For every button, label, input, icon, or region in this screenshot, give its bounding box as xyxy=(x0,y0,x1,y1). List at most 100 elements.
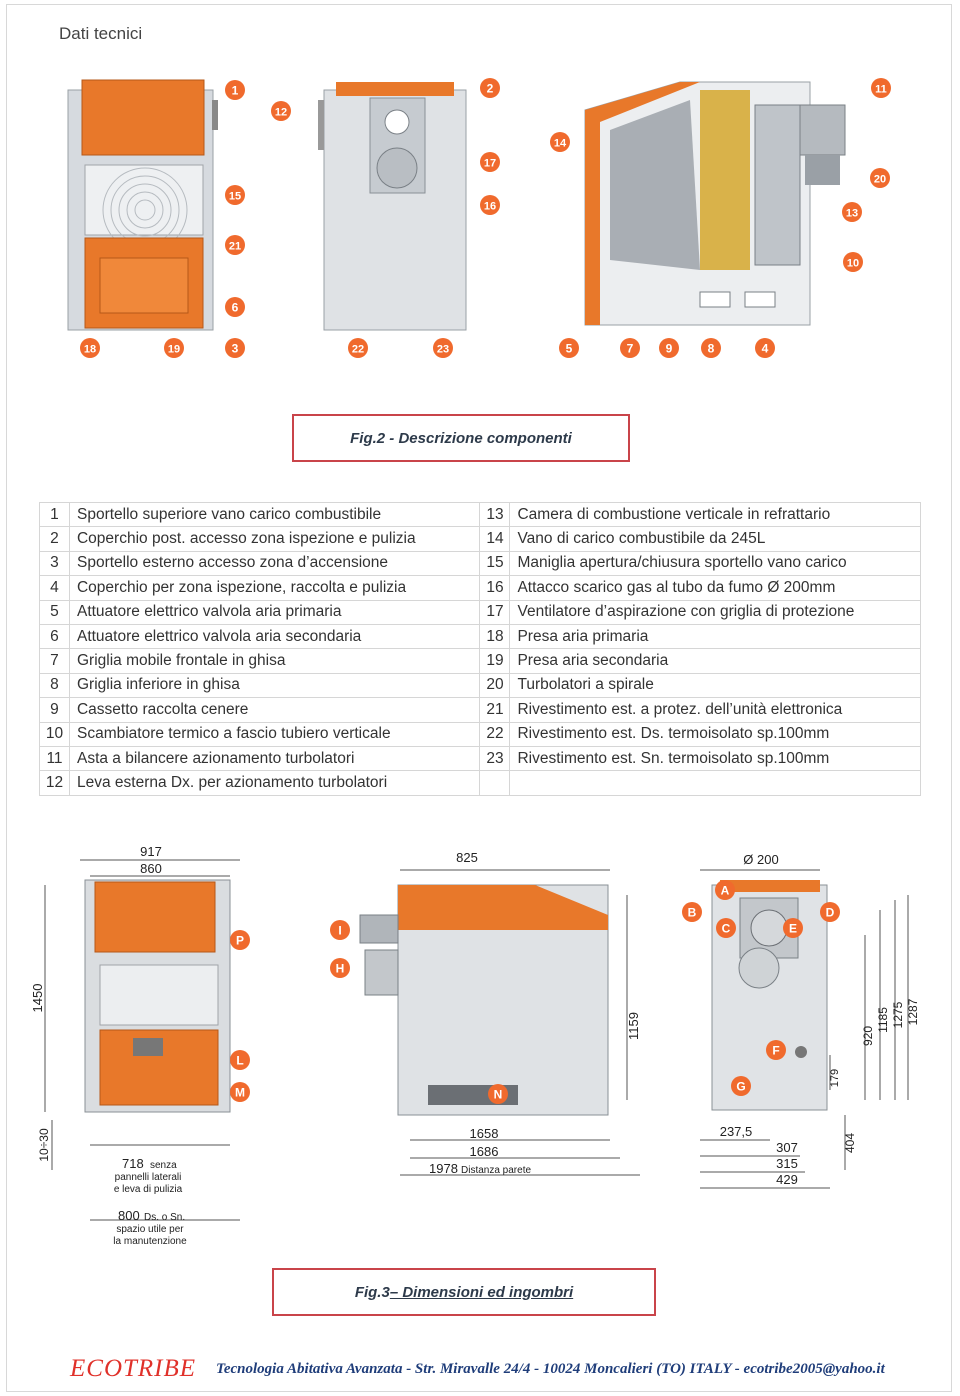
callout-14: 14 xyxy=(550,132,570,152)
callout-label: 14 xyxy=(554,138,567,150)
callout-N: N xyxy=(488,1084,508,1104)
dimension-label: Ds. o Sn. xyxy=(144,1212,185,1223)
callout-F: F xyxy=(766,1040,786,1060)
component-number: 21 xyxy=(479,697,511,723)
callout-label: 6 xyxy=(232,301,239,315)
section-title: Dati tecnici xyxy=(59,24,143,43)
callout-label: G xyxy=(736,1080,745,1094)
callout-9: 9 xyxy=(659,338,679,358)
component-number: 12 xyxy=(39,770,70,796)
component-number: 3 xyxy=(39,550,70,577)
component-label: Coperchio per zona ispezione, raccolta e… xyxy=(68,575,481,601)
callout-L: L xyxy=(230,1050,250,1070)
dimension-label: e leva di pulizia xyxy=(114,1184,183,1195)
component-label: Ventilatore d’aspirazione con griglia di… xyxy=(509,599,921,625)
component-label xyxy=(509,770,921,796)
component-label: Attacco scarico gas al tubo da fumo Ø 20… xyxy=(509,575,921,601)
callout-M: M xyxy=(230,1082,250,1102)
callout-5: 5 xyxy=(559,338,579,358)
component-label: Presa aria primaria xyxy=(509,623,921,650)
fig3-side-view xyxy=(359,884,609,1116)
callout-label: I xyxy=(338,924,341,938)
callout-label: C xyxy=(722,922,731,936)
component-number: 15 xyxy=(479,550,511,577)
dimension-label: 860 xyxy=(140,861,162,876)
component-number: 13 xyxy=(479,501,511,528)
callout-label: 18 xyxy=(84,344,96,356)
callout-22: 22 xyxy=(348,338,368,358)
callout-label: 15 xyxy=(229,191,241,203)
callout-label: A xyxy=(721,884,730,898)
callout-label: E xyxy=(789,922,797,936)
dimension-label: 1658 xyxy=(470,1126,499,1141)
component-label: Rivestimento est. Ds. termoisolato sp.10… xyxy=(509,721,921,747)
component-label: Rivestimento est. Sn. termoisolato sp.10… xyxy=(509,745,921,772)
callout-label: 20 xyxy=(874,174,886,186)
component-label: Attuatore elettrico valvola aria seconda… xyxy=(68,623,481,650)
callout-label: M xyxy=(235,1086,245,1100)
component-number: 2 xyxy=(39,526,70,552)
dimension-label: 917 xyxy=(140,844,162,859)
callout-23: 23 xyxy=(433,338,453,358)
component-label: Sportello esterno accesso zona d’accensi… xyxy=(68,550,481,577)
callout-18: 18 xyxy=(80,338,100,358)
callout-label: 22 xyxy=(352,344,364,356)
component-number: 23 xyxy=(479,745,511,772)
dimension-label: 800 xyxy=(118,1208,140,1223)
component-number: 10 xyxy=(39,721,70,747)
footer-address: Tecnologia Abitativa Avanzata - Str. Mir… xyxy=(216,1360,744,1377)
callout-label: B xyxy=(688,906,697,920)
dimension-label: 404 xyxy=(843,1133,857,1153)
dimension-label: 10÷30 xyxy=(37,1128,51,1162)
component-number: 8 xyxy=(39,672,70,699)
component-label: Scambiatore termico a fascio tubiero ver… xyxy=(68,721,481,747)
component-label: Griglia mobile frontale in ghisa xyxy=(68,648,481,674)
callout-label: L xyxy=(236,1054,243,1068)
callout-G: G xyxy=(731,1076,751,1096)
fig3-caption: Fig.3 – Dimensioni ed ingombri xyxy=(272,1268,656,1316)
callout-label: 4 xyxy=(762,342,769,356)
boiler-front-view xyxy=(67,79,218,331)
fig3-caption-text: – Dimensioni ed ingombri xyxy=(389,1283,574,1301)
dimension-label: 920 xyxy=(861,1026,875,1046)
component-label: Sportello superiore vano carico combusti… xyxy=(68,501,481,528)
dimension-label: 718 xyxy=(122,1156,144,1171)
callout-E: E xyxy=(783,918,803,938)
callout-label: 17 xyxy=(484,158,496,170)
dimension-label: la manutenzione xyxy=(113,1236,187,1247)
callout-label: 16 xyxy=(484,201,496,213)
component-number: 17 xyxy=(479,599,511,625)
fig2-caption: Fig.2 - Descrizione componenti xyxy=(292,414,630,462)
callout-I: I xyxy=(330,920,350,940)
component-label: Turbolatori a spirale xyxy=(509,672,921,699)
callout-H: H xyxy=(330,958,350,978)
component-number: 20 xyxy=(479,672,511,699)
callout-label: 13 xyxy=(846,208,858,220)
component-number: 16 xyxy=(479,575,511,601)
dimension-label: 315 xyxy=(776,1156,798,1171)
dimension-label: 1978 xyxy=(429,1161,458,1176)
dimension-label: 1686 xyxy=(470,1144,499,1159)
component-number: 22 xyxy=(479,721,511,747)
callout-4: 4 xyxy=(755,338,775,358)
footer-email[interactable]: ecotribe2005@yahoo.it xyxy=(743,1360,885,1377)
callout-B: B xyxy=(682,902,702,922)
callout-10: 10 xyxy=(843,252,863,272)
component-number: 19 xyxy=(479,648,511,674)
callout-label: 21 xyxy=(229,241,241,253)
callout-C: C xyxy=(716,918,736,938)
callout-1: 1 xyxy=(225,80,245,100)
component-label: Asta a bilancere azionamento turbolatori xyxy=(68,745,481,772)
